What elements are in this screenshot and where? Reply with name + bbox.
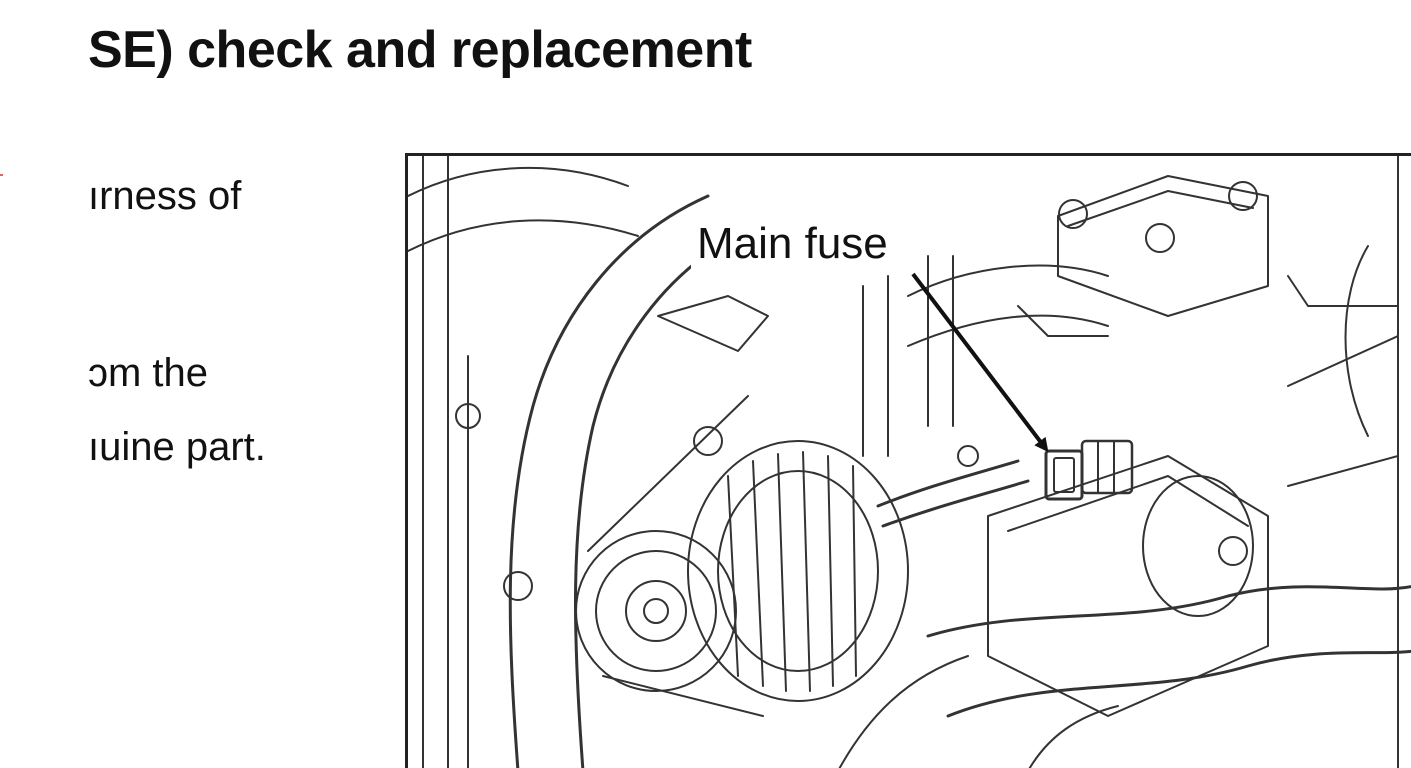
body-text-line-2: ɔm the — [88, 351, 209, 395]
body-text-line-1: ırness of — [88, 174, 242, 218]
main-fuse-callout: Main fuse — [691, 218, 894, 271]
engine-line-drawing — [408, 156, 1411, 768]
margin-mark — [0, 174, 3, 176]
engine-illustration: Main fuse — [405, 153, 1411, 768]
body-text-line-3: ıuine part. — [88, 425, 266, 469]
engine-parts — [408, 156, 1411, 768]
fuse-pointer-arrow — [911, 272, 1049, 453]
section-heading: SE) check and replacement — [88, 21, 752, 79]
